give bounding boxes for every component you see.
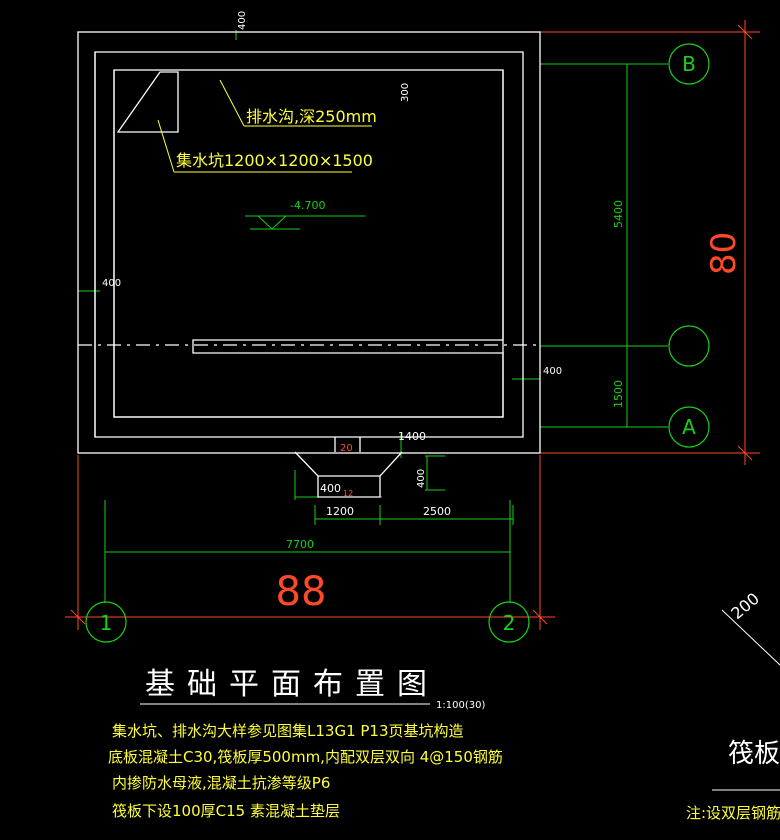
drain-annotation: 排水沟,深250mm [246,107,377,126]
axis-bubble-A [668,406,710,448]
sump-annotation: 集水坑1200×1200×1500 [176,151,373,170]
dim-wall-right: 400 [543,366,562,377]
axis-B-label: B [682,52,696,76]
dim-step-left: 400 [320,482,341,495]
dim-total-horizontal: 88 [276,569,327,615]
dim-total-width: 7700 [286,538,314,551]
dim-small-20: 20 [340,443,353,454]
note-line-3: 内掺防水母液,混凝土抗渗等级P6 [112,774,330,792]
outer-dimensions [65,20,760,630]
dim-seg-right: 2500 [423,505,451,518]
dim-wall-top: 400 [237,11,248,30]
axis-bubble-unlabeled [668,325,710,367]
dim-step-top: 1400 [398,430,426,443]
axis-bubble-1 [85,601,127,643]
drawing-title: 基础平面布置图 [145,667,439,702]
dim-small-12: 12 [343,489,353,498]
note-line-1: 集水坑、排水沟大样参见图集L13G1 P13页基坑构造 [112,722,464,740]
side-title-fragment: 筏板内 [728,739,780,769]
dim-diag-200: 200 [727,589,763,623]
note-line-4: 筏板下设100厚C15 素混凝土垫层 [112,802,340,820]
dim-total-vertical: 80 [704,232,744,275]
axis-bubble-2 [488,601,530,643]
axis-1-label: 1 [100,611,113,635]
note-line-2: 底板混凝土C30,筏板厚500mm,内配双层双向 4@150钢筋 [108,748,503,766]
dim-wall-left: 400 [102,278,121,289]
side-note-fragment: 注:设双层钢筋的 [686,804,780,822]
dim-drain-offset: 300 [400,83,411,102]
elevation-label: -4.700 [290,199,325,212]
axis-2-label: 2 [503,611,516,635]
side-fragment-lines [712,609,780,791]
leaders [157,79,372,173]
dim-step-vertical: 400 [416,469,427,488]
grid-bubbles [85,43,710,643]
sump-pit [116,71,179,133]
dim-bay-upper: 5400 [612,200,625,228]
axis-A-label: A [682,415,696,439]
foundation-plan [77,31,541,498]
elevation-symbol [245,215,365,230]
drawing-scale: 1:100(30) [436,700,485,711]
dim-bay-lower: 1500 [612,380,625,408]
dim-seg-left: 1200 [326,505,354,518]
axis-bubble-B [668,43,710,85]
